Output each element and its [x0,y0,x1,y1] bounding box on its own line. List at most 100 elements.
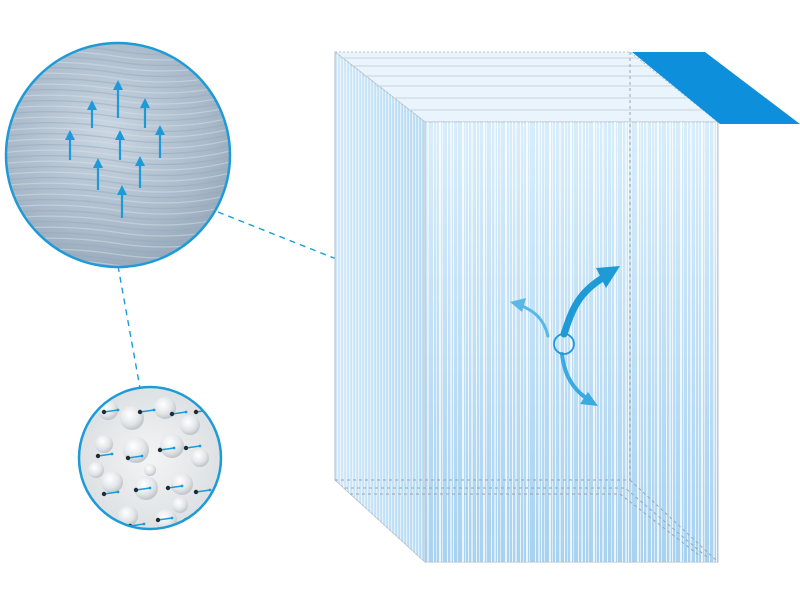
front-stripe [505,122,507,562]
side-stripe [397,52,399,562]
front-stripe [544,122,545,562]
front-stripe [457,122,458,562]
fabric-fold [6,204,230,215]
front-stripe [675,122,676,562]
front-stripe [657,122,659,562]
side-stripe [406,52,408,562]
fabric-fold [6,166,230,177]
pin-arrow-icon [137,408,156,415]
side-stripe [382,52,384,562]
fabric-fold [6,199,230,210]
front-stripe [666,122,667,562]
front-stripe [654,122,655,562]
fabric-fold [6,215,230,226]
fabric-fold [6,177,230,188]
front-stripe [628,122,629,562]
box-flap [632,52,800,124]
front-stripe [687,122,688,562]
fabric-fold [6,155,230,166]
front-stripe [646,122,648,562]
front-stripe [523,122,524,562]
front-stripe [541,122,542,562]
fabric-fold [6,149,230,160]
fiber-bump [144,464,156,476]
up-arrow-icon [93,158,103,190]
curved-arrow-icon [560,352,588,400]
fiber-bump [120,406,144,430]
fabric-fold [6,210,230,221]
front-stripe [695,122,696,562]
up-arrow-icon [65,130,75,160]
airflow-arrows [510,266,620,406]
pin-arrow-icon [133,486,152,493]
front-stripe [622,122,623,562]
fabric-texture [6,45,230,267]
front-stripe [549,122,551,562]
box-top-face [333,51,720,123]
pin-arrow-icon [95,452,114,459]
side-stripe [391,52,393,562]
pin-arrow-icon [101,490,120,497]
up-arrow-icon [135,156,145,188]
fabric-fold [6,127,230,138]
side-stripes [337,52,425,562]
up-arrow-icon [87,100,97,128]
up-arrow-icon [113,80,123,118]
front-stripe [462,122,464,562]
front-stripe [427,122,429,562]
pin-arrow-icon [193,488,212,495]
side-stripe [376,52,378,562]
front-stripe [690,122,692,562]
front-stripe [433,122,434,562]
front-stripe [512,122,513,562]
up-arrow-icon [155,125,165,158]
front-stripe [500,122,501,562]
front-stripe [465,122,466,562]
side-stripe [340,52,342,562]
front-stripe [701,122,703,562]
fabric-fold [6,116,230,127]
front-stripe [509,122,510,562]
front-stripe [617,122,618,562]
side-stripe [349,52,351,562]
front-stripe [529,122,530,562]
fiber-bump [88,462,104,478]
fiber-bump [101,471,123,493]
up-arrow-icon [115,130,125,160]
pin-arrow-icon [157,446,176,453]
front-stripe [614,122,616,562]
filter-box [333,50,800,564]
fabric-up-arrows [65,80,165,218]
side-stripe [355,52,357,562]
front-stripe [479,122,480,562]
front-stripe [476,122,477,562]
front-stripe [704,122,705,562]
side-stripe [352,52,354,562]
front-stripe [520,122,521,562]
front-stripe [570,122,572,562]
front-stripe [709,122,710,562]
side-stripe [388,52,390,562]
fabric-fold [6,160,230,171]
pin-arrow-icon [101,408,120,415]
side-stripe [385,52,387,562]
fabric-fold [6,193,230,204]
front-stripe [578,122,579,562]
front-stripe [643,122,644,562]
front-stripe [471,122,473,562]
front-stripe [680,122,682,562]
side-stripe [358,52,360,562]
front-stripe [588,122,589,562]
front-stripe [698,122,699,562]
fiber-bump [191,449,209,467]
front-stripes [427,122,717,562]
curved-arrow-icon-head [580,392,598,406]
front-stripe [453,122,454,562]
side-stripe [415,52,417,562]
front-stripe [497,122,498,562]
side-stripe [343,52,345,562]
front-stripe [607,122,608,562]
box-top-layers [340,57,706,111]
front-stripe [713,122,715,562]
